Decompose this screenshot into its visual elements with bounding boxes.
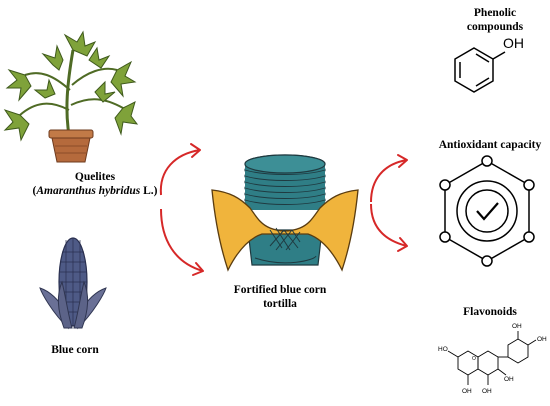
flavonoid-group-oh-top2: OH (537, 336, 547, 343)
arrow-out-up-icon (370, 154, 408, 203)
flavonoid-group-oh-right: OH (504, 376, 514, 383)
tortilla-basket-icon (211, 154, 359, 272)
flavonoid-group-oh-top1: OH (512, 323, 522, 330)
quelites-label: Quelites (Amaranthus hybridus L.) (20, 170, 170, 198)
antioxidant-hexagon-icon (439, 155, 535, 267)
quelites-plant-icon (3, 30, 139, 163)
phenol-structure-icon (454, 47, 506, 93)
arrow-down-right-icon (160, 208, 204, 276)
blue-corn-icon (39, 237, 107, 330)
flavonoid-group-oh-bottom1: OH (462, 388, 472, 395)
pot-shape (48, 129, 94, 163)
svg-text:O: O (472, 356, 476, 362)
flavonoids-label: Flavonoids (463, 306, 517, 318)
arrow-out-down-icon (370, 203, 408, 252)
arrow-up-right-icon (159, 143, 201, 196)
phenol-oh-label: OH (503, 35, 524, 51)
flavonoid-structure-icon: O (447, 331, 537, 385)
blue-corn-label: Blue corn (51, 344, 99, 356)
flavonoid-group-oh-bottom2: OH (482, 388, 492, 395)
quelites-scientific-name: (Amaranthus hybridus L.) (32, 185, 158, 197)
phenolic-label: Phenolic compounds (466, 7, 524, 33)
flavonoid-group-ho-left: HO (438, 346, 448, 353)
tortilla-label: Fortified blue corn tortilla (233, 284, 327, 310)
antioxidant-label: Antioxidant capacity (438, 139, 542, 151)
